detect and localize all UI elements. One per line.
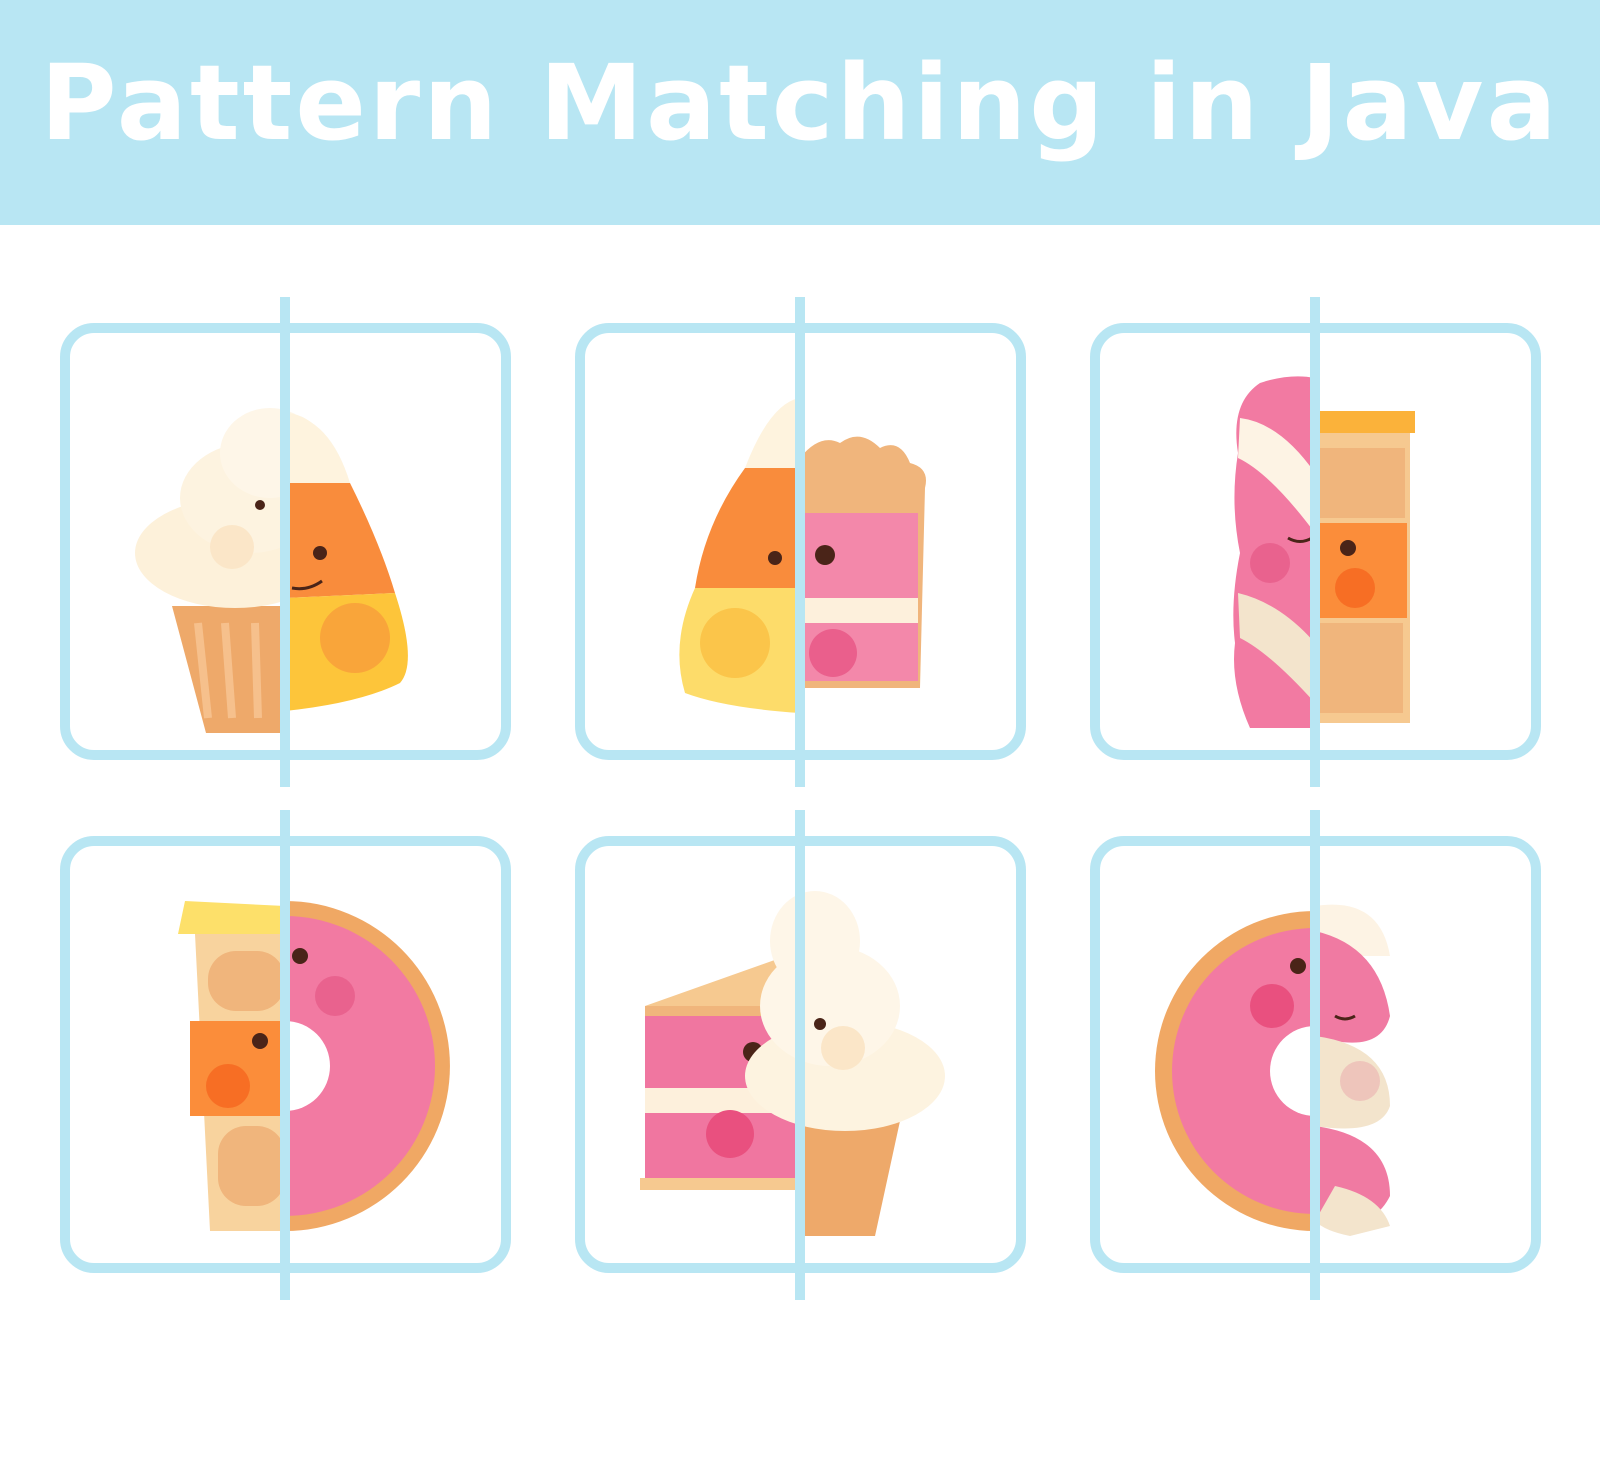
donut-marshmallow-illustration bbox=[1155, 904, 1390, 1236]
card-6-divider[interactable] bbox=[1310, 810, 1320, 1300]
donut-icon bbox=[285, 901, 450, 1231]
page-title: Pattern Matching in Java bbox=[40, 42, 1560, 164]
coffee-cup-icon bbox=[1315, 411, 1415, 723]
candy-corn-icon bbox=[285, 413, 408, 711]
card-3-divider[interactable] bbox=[1310, 297, 1320, 787]
card-5-divider[interactable] bbox=[795, 810, 805, 1300]
donut-icon bbox=[1155, 911, 1315, 1231]
card-1-divider[interactable] bbox=[280, 297, 290, 787]
candy-corn-icon bbox=[679, 398, 800, 713]
card-4-divider[interactable] bbox=[280, 810, 290, 1300]
marshmallow-twist-icon bbox=[1315, 904, 1390, 1236]
cake-slice-icon bbox=[800, 436, 926, 688]
marshmallow-coffee-illustration bbox=[1233, 376, 1415, 728]
cupcake-candy-corn-illustration bbox=[135, 408, 408, 733]
card-2-divider[interactable] bbox=[795, 297, 805, 787]
coffee-cup-icon bbox=[178, 901, 285, 1231]
candy-corn-cake-illustration bbox=[679, 398, 926, 713]
coffee-donut-illustration bbox=[178, 901, 450, 1231]
marshmallow-twist-icon bbox=[1233, 376, 1315, 728]
header-banner: Pattern Matching in Java bbox=[0, 0, 1600, 225]
